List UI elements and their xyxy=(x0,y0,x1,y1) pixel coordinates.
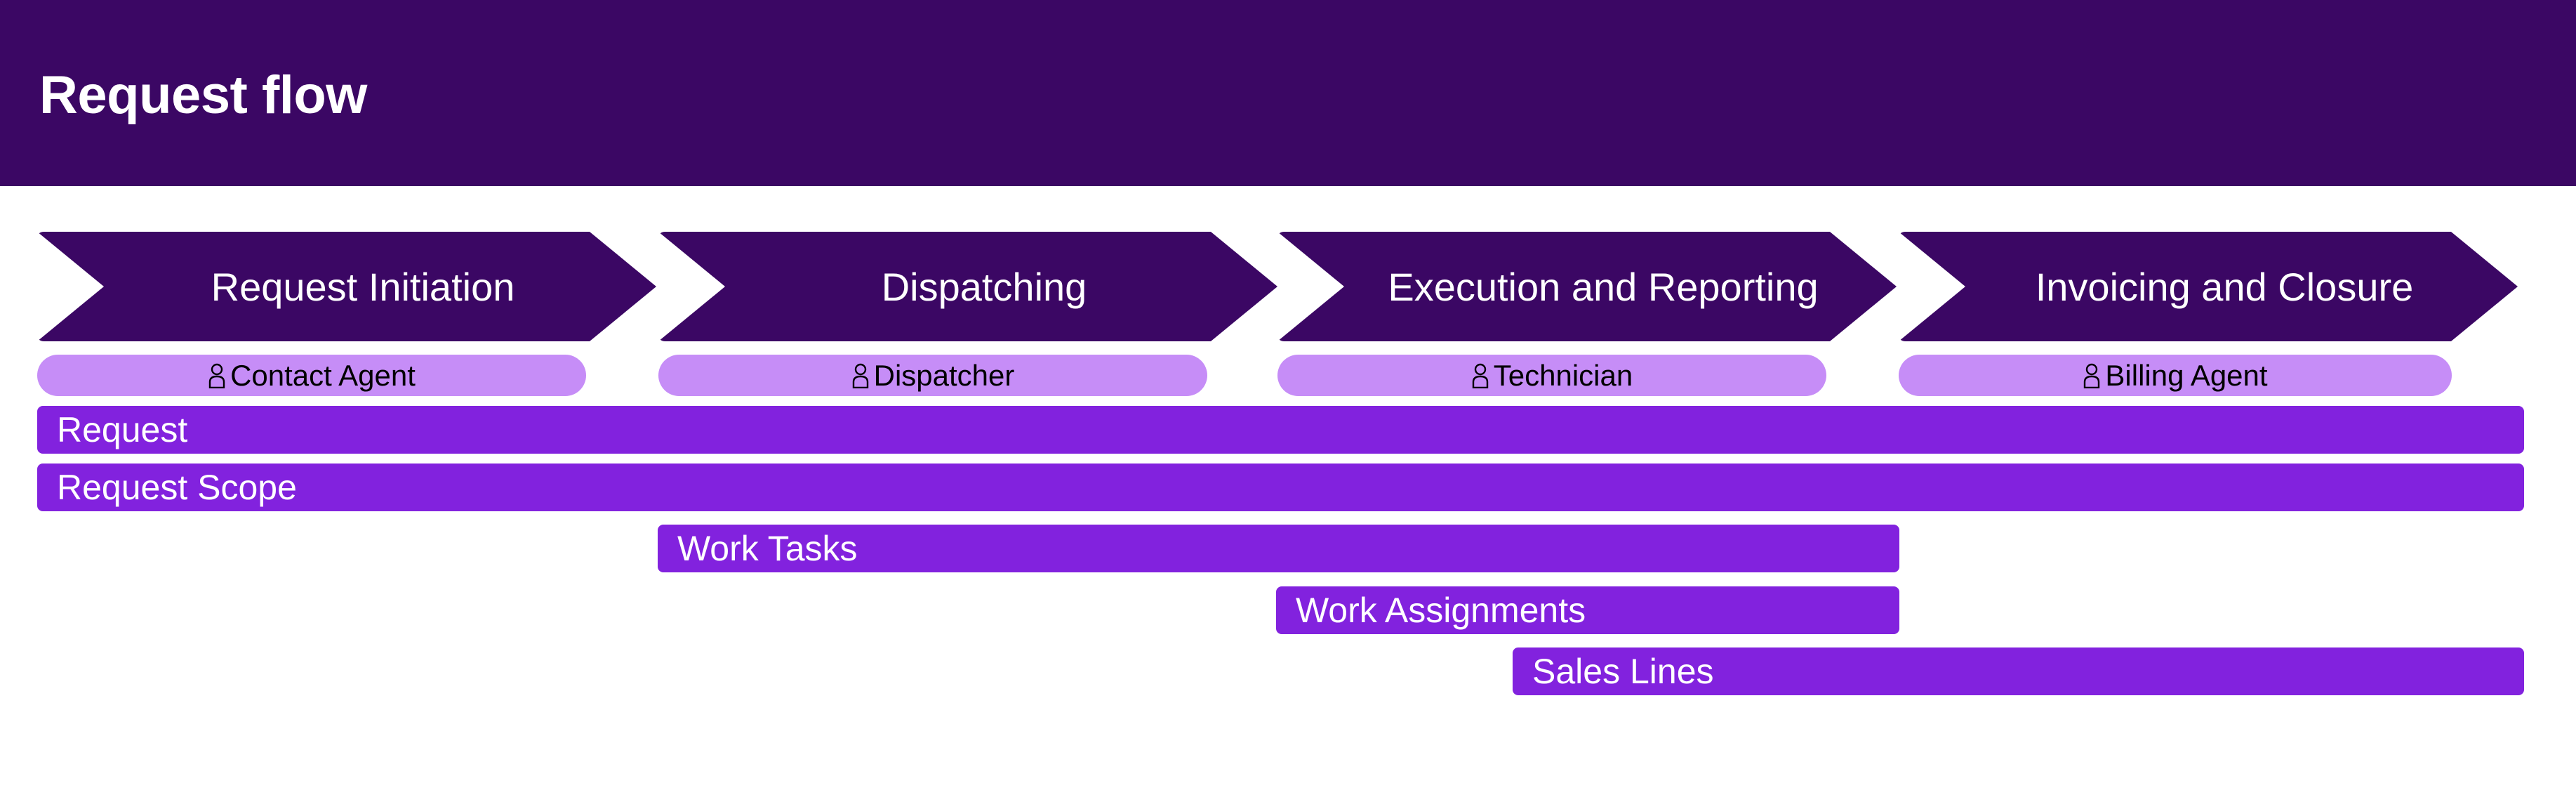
role-badge-label: Technician xyxy=(1493,358,1633,392)
role-badge-billing-agent[interactable]: Billing Agent xyxy=(1899,355,2452,396)
entity-bar-work-tasks[interactable]: Work Tasks xyxy=(658,525,1899,572)
entity-bar-label: Work Tasks xyxy=(677,529,858,568)
role-badge-dispatcher[interactable]: Dispatcher xyxy=(658,355,1207,396)
person-icon xyxy=(851,363,870,388)
stage-chevron-dispatching[interactable]: Dispatching xyxy=(658,232,1277,341)
entity-bar-label: Work Assignments xyxy=(1296,591,1586,630)
person-icon xyxy=(208,363,226,388)
stage-chevron-label: Request Initiation xyxy=(211,264,515,309)
person-icon xyxy=(2083,363,2101,388)
stage-chevron-label: Execution and Reporting xyxy=(1388,264,1819,309)
role-badge-label: Billing Agent xyxy=(2105,358,2268,392)
entity-bar-sales-lines[interactable]: Sales Lines xyxy=(1513,647,2524,695)
entity-bar-request[interactable]: Request xyxy=(37,406,2524,454)
entity-bar-label: Request Scope xyxy=(57,468,297,507)
person-icon xyxy=(1471,363,1489,388)
stage-chevron-invoicing-and-closure[interactable]: Invoicing and Closure xyxy=(1899,232,2518,341)
entity-bar-work-assignments[interactable]: Work Assignments xyxy=(1276,586,1899,634)
request-flow-diagram: Request Initiation Dispatching Execution… xyxy=(0,186,2576,802)
header-band: Request flow xyxy=(0,0,2576,186)
page-title: Request flow xyxy=(39,65,367,125)
entity-bar-label: Sales Lines xyxy=(1532,652,1714,691)
entity-bar-request-scope[interactable]: Request Scope xyxy=(37,464,2524,511)
role-badge-label: Contact Agent xyxy=(230,358,416,392)
stage-chevron-label: Dispatching xyxy=(881,264,1087,309)
role-badge-technician[interactable]: Technician xyxy=(1277,355,1826,396)
stage-chevron-execution-and-reporting[interactable]: Execution and Reporting xyxy=(1277,232,1897,341)
entity-bar-label: Request xyxy=(57,410,188,449)
stage-chevron-label: Invoicing and Closure xyxy=(2035,264,2414,309)
role-badge-contact-agent[interactable]: Contact Agent xyxy=(37,355,586,396)
stage-chevron-request-initiation[interactable]: Request Initiation xyxy=(37,232,656,341)
role-badge-label: Dispatcher xyxy=(873,358,1015,392)
